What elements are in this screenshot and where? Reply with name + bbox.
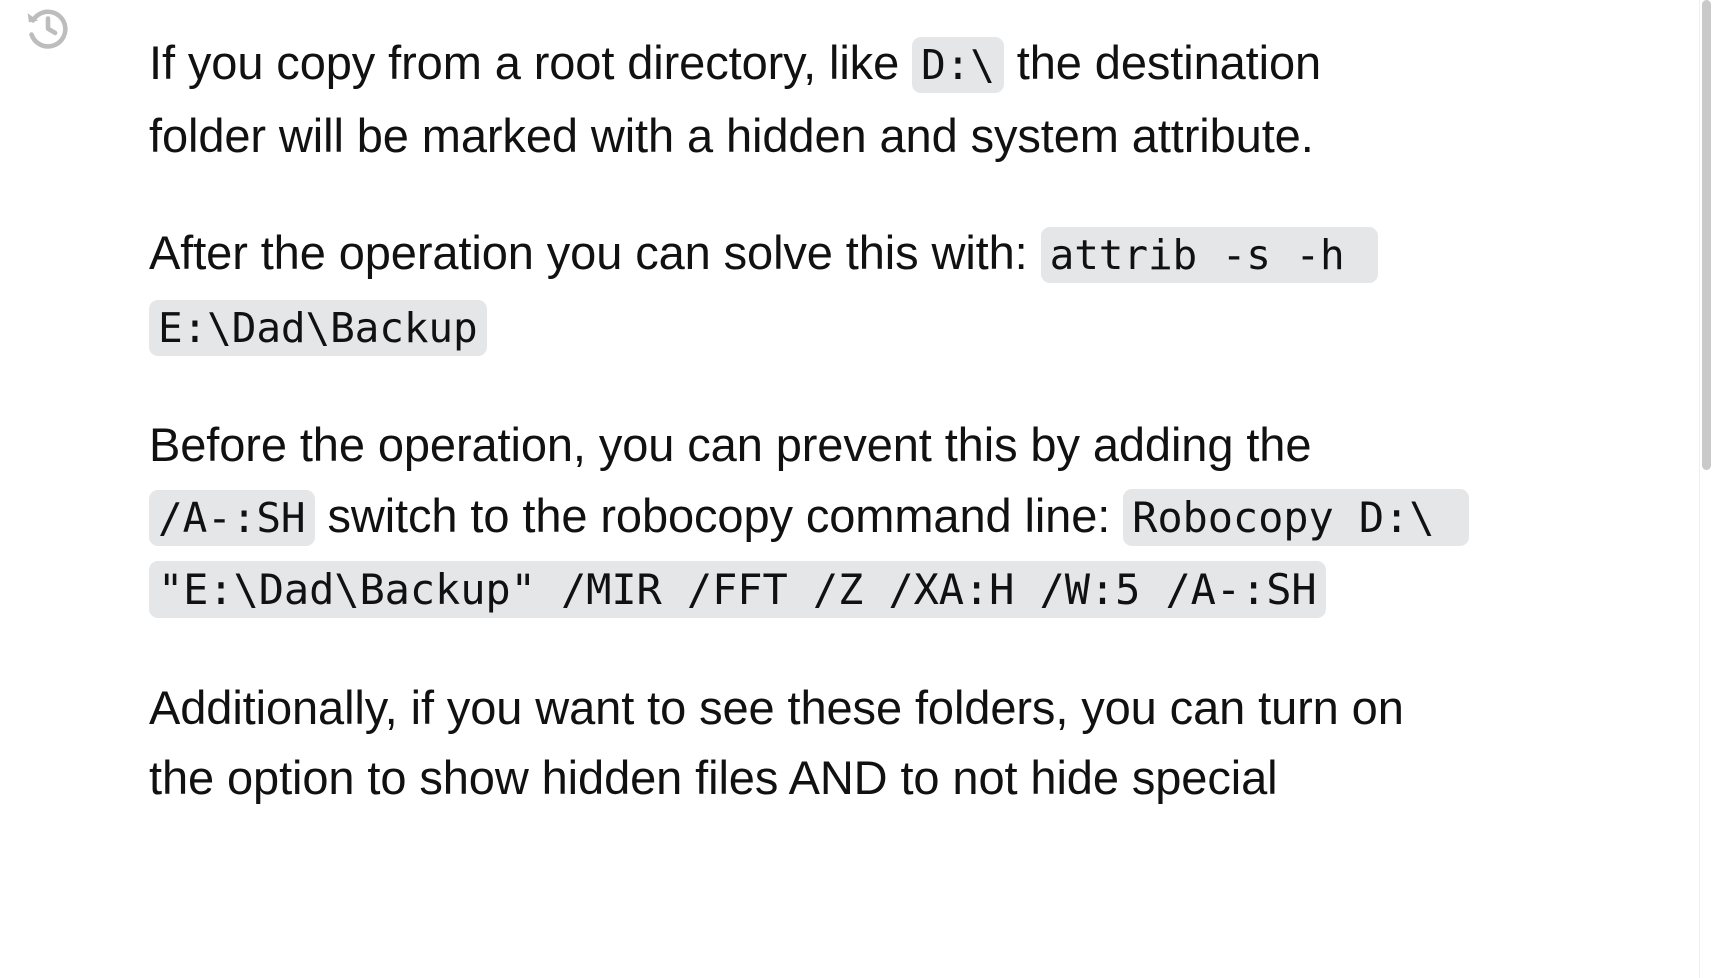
paragraph-2: After the operation you can solve this w…: [149, 218, 1449, 363]
vertical-scrollbar-thumb[interactable]: [1702, 0, 1711, 470]
paragraph-4-text: Additionally, if you want to see these f…: [149, 680, 1404, 805]
paragraph-2-text-before: After the operation you can solve this w…: [149, 226, 1041, 279]
post-body: If you copy from a root directory, like …: [149, 0, 1469, 861]
paragraph-3: Before the operation, you can prevent th…: [149, 410, 1469, 626]
vertical-scrollbar[interactable]: [1699, 0, 1713, 978]
paragraph-1-text-after: the destination folder will be marked wi…: [149, 36, 1322, 162]
inline-code-drive-root[interactable]: D:\: [912, 37, 1004, 93]
paragraph-3-text-before: Before the operation, you can prevent th…: [149, 418, 1312, 471]
inline-code-a-switch[interactable]: /A-:SH: [149, 489, 315, 546]
paragraph-1-text-before: If you copy from a root directory, like: [149, 36, 913, 89]
paragraph-4: Additionally, if you want to see these f…: [149, 673, 1449, 814]
history-revert-icon[interactable]: [22, 2, 74, 54]
paragraph-1: If you copy from a root directory, like …: [149, 28, 1449, 171]
paragraph-3-text-middle: switch to the robocopy command line:: [314, 488, 1124, 542]
